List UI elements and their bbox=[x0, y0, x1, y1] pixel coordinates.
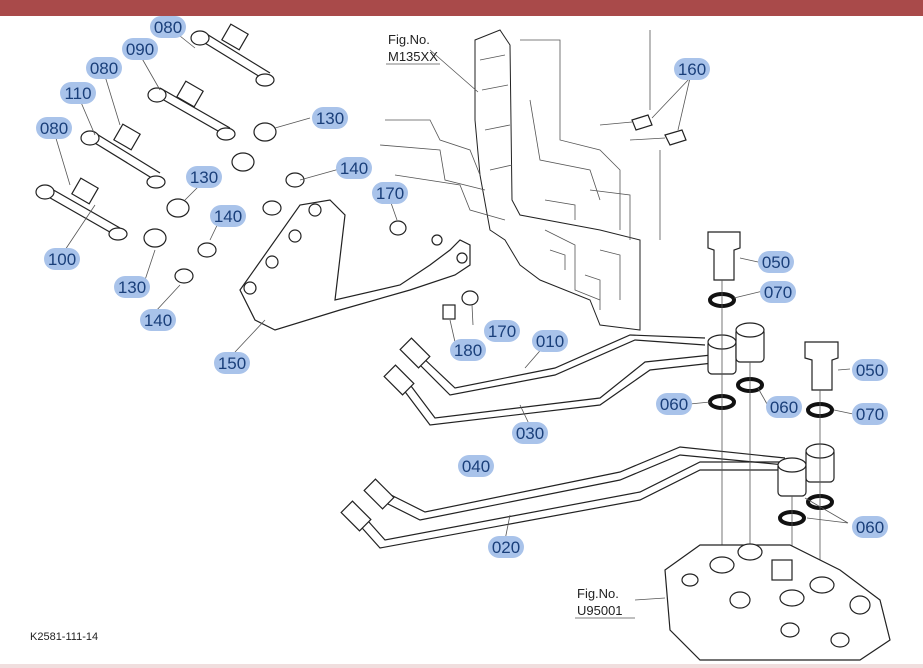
callout-140-b: 140 bbox=[210, 205, 246, 227]
callout-label: 180 bbox=[454, 341, 482, 360]
fig-ref-u95001: Fig.No. U95001 bbox=[575, 586, 635, 619]
callout-080-mid: 080 bbox=[86, 57, 122, 79]
fig-ref-code: U95001 bbox=[577, 603, 623, 618]
callout-130-c: 130 bbox=[114, 276, 150, 298]
callout-label: 050 bbox=[856, 361, 884, 380]
callout-130-a: 130 bbox=[312, 107, 348, 129]
callout-140-a: 140 bbox=[336, 157, 372, 179]
callout-label: 140 bbox=[214, 207, 242, 226]
callout-160: 160 bbox=[674, 58, 710, 80]
callout-140-c: 140 bbox=[140, 309, 176, 331]
callout-010: 010 bbox=[532, 330, 568, 352]
callout-050-b: 050 bbox=[852, 359, 888, 381]
fig-ref-code: M135XX bbox=[388, 49, 438, 64]
callout-label: 080 bbox=[90, 59, 118, 78]
callout-label: 010 bbox=[536, 332, 564, 351]
footer-band bbox=[0, 664, 923, 668]
hose-assemblies bbox=[35, 23, 275, 241]
callout-070-a: 070 bbox=[760, 281, 796, 303]
callout-020: 020 bbox=[488, 536, 524, 558]
fittings bbox=[143, 122, 479, 320]
header-band bbox=[0, 0, 923, 16]
leader-lines bbox=[54, 35, 854, 601]
callout-label: 080 bbox=[40, 119, 68, 138]
bolts-160 bbox=[599, 114, 687, 146]
fig-ref-title: Fig.No. bbox=[388, 32, 430, 47]
callout-150: 150 bbox=[214, 352, 250, 374]
callout-label: 080 bbox=[154, 18, 182, 37]
callout-label: 070 bbox=[764, 283, 792, 302]
callout-label: 090 bbox=[126, 40, 154, 59]
control-valve bbox=[664, 543, 891, 661]
pipes bbox=[340, 334, 805, 549]
callout-090: 090 bbox=[122, 38, 158, 60]
callout-110: 110 bbox=[60, 82, 96, 104]
callout-180: 180 bbox=[450, 339, 486, 361]
callout-label: 020 bbox=[492, 538, 520, 557]
callout-100: 100 bbox=[44, 248, 80, 270]
callout-070-b: 070 bbox=[852, 403, 888, 425]
callout-050-a: 050 bbox=[758, 251, 794, 273]
callout-label: 050 bbox=[762, 253, 790, 272]
callout-040: 040 bbox=[458, 455, 494, 477]
callout-060-c: 060 bbox=[852, 516, 888, 538]
callout-030: 030 bbox=[512, 422, 548, 444]
callout-060-b: 060 bbox=[766, 396, 802, 418]
callout-label: 140 bbox=[144, 311, 172, 330]
callout-label: 150 bbox=[218, 354, 246, 373]
callout-label: 070 bbox=[856, 405, 884, 424]
callout-130-b: 130 bbox=[186, 166, 222, 188]
callout-label: 160 bbox=[678, 60, 706, 79]
callout-label: 130 bbox=[190, 168, 218, 187]
callouts: 080 090 080 110 080 100 130 130 130 140 … bbox=[36, 16, 888, 558]
callout-label: 100 bbox=[48, 250, 76, 269]
callout-label: 060 bbox=[660, 395, 688, 414]
callout-080-low: 080 bbox=[36, 117, 72, 139]
callout-label: 060 bbox=[770, 398, 798, 417]
bracket-150 bbox=[239, 199, 471, 331]
callout-170-b: 170 bbox=[484, 320, 520, 342]
fig-ref-title: Fig.No. bbox=[577, 586, 619, 601]
engine-block bbox=[379, 29, 661, 331]
callout-label: 140 bbox=[340, 159, 368, 178]
callout-label: 060 bbox=[856, 518, 884, 537]
callout-label: 040 bbox=[462, 457, 490, 476]
callout-170-a: 170 bbox=[372, 182, 408, 204]
drawing-code: K2581-111-14 bbox=[30, 631, 98, 643]
banjo-fittings bbox=[707, 231, 839, 590]
callout-080-top: 080 bbox=[150, 16, 186, 38]
callout-label: 130 bbox=[316, 109, 344, 128]
callout-label: 130 bbox=[118, 278, 146, 297]
callout-label: 170 bbox=[488, 322, 516, 341]
callout-label: 030 bbox=[516, 424, 544, 443]
callout-label: 170 bbox=[376, 184, 404, 203]
callout-label: 110 bbox=[64, 84, 91, 103]
callout-060-a: 060 bbox=[656, 393, 692, 415]
fig-ref-m135xx: Fig.No. M135XX bbox=[386, 32, 440, 65]
